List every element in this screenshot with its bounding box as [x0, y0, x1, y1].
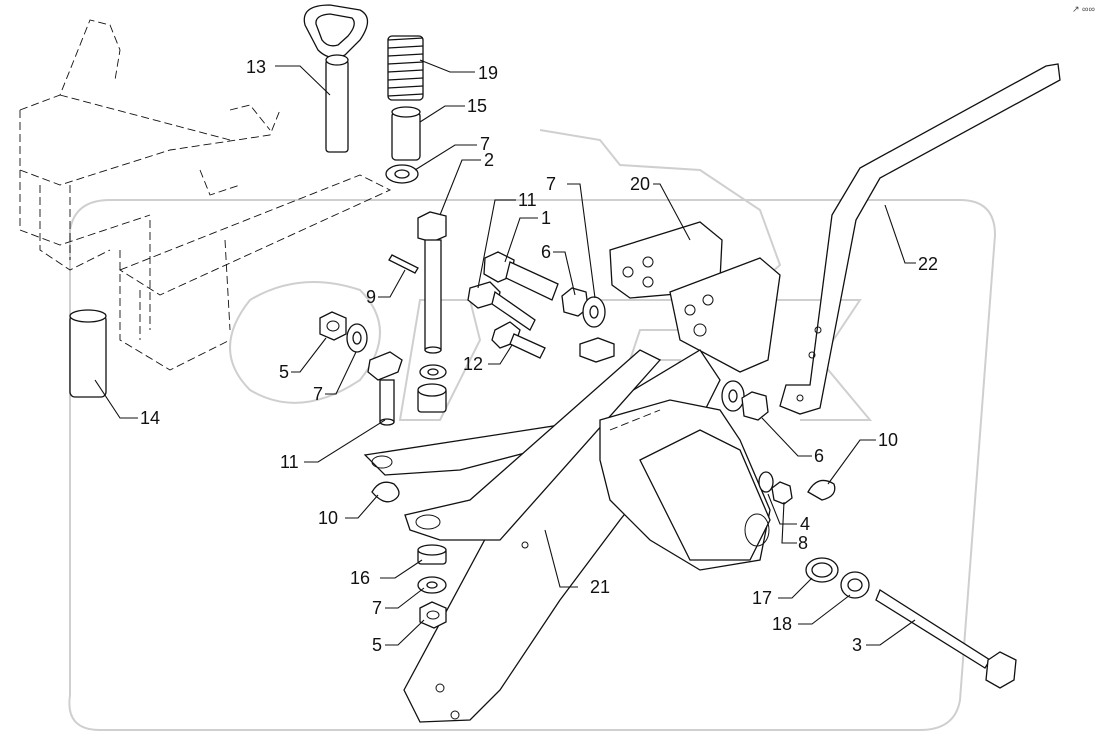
- bushing-bolt2: [417, 383, 447, 413]
- nut-6-right: [741, 391, 769, 421]
- washer-7-top: [385, 164, 419, 184]
- dowel-pin-9: [388, 254, 419, 274]
- callout-22: 22: [918, 254, 938, 274]
- washer-7-bottom: [417, 576, 447, 594]
- callout-1: 1: [541, 208, 551, 228]
- washer-7-left: [346, 323, 368, 353]
- pin-12: [491, 321, 546, 359]
- washer-bolt2: [419, 364, 447, 380]
- long-bolt-2: [417, 211, 447, 354]
- callout-8: 8: [798, 533, 808, 553]
- block-small: [579, 337, 615, 363]
- callout-11-upper: 11: [518, 190, 537, 210]
- sleeve-14: [69, 309, 107, 398]
- callout-9: 9: [366, 287, 376, 307]
- washer-6-right: [721, 380, 745, 412]
- callout-7-left: 7: [313, 384, 323, 404]
- link-arm: [363, 349, 662, 541]
- pin-with-loop-13: [303, 4, 369, 153]
- bolt-3: [875, 589, 1017, 689]
- callout-10-left: 10: [318, 508, 338, 528]
- leader-lines: [94, 59, 916, 646]
- callout-5-bottom: 5: [372, 635, 382, 655]
- callout-14: 14: [140, 408, 160, 428]
- washer-4: [758, 471, 774, 493]
- clip-10-left: [371, 481, 400, 503]
- callout-11-lower: 11: [280, 452, 299, 472]
- callout-2: 2: [484, 150, 494, 170]
- callout-21: 21: [590, 577, 610, 597]
- pin-11-lower: [367, 351, 403, 426]
- bushing-17: [805, 557, 839, 583]
- callout-6-upper: 6: [541, 242, 551, 262]
- callout-7-top: 7: [480, 134, 490, 154]
- mounting-frame: [19, 19, 392, 371]
- main-housing: [599, 399, 771, 571]
- pin-11-upper: [467, 281, 536, 331]
- callout-5-left: 5: [279, 362, 289, 382]
- washer-7-upper: [582, 296, 606, 328]
- callout-7-upper: 7: [546, 174, 556, 194]
- nut-5-bottom: [419, 601, 447, 629]
- corner-mark: ↗ ∞∞: [1072, 4, 1095, 14]
- callout-15: 15: [467, 96, 487, 116]
- callout-19: 19: [478, 63, 498, 83]
- callout-16: 16: [350, 568, 370, 588]
- spring-19: [387, 35, 424, 101]
- callout-17: 17: [752, 588, 772, 608]
- callout-20: 20: [630, 174, 650, 194]
- clip-10-right: [807, 479, 836, 501]
- callout-6-right: 6: [814, 446, 824, 466]
- callout-4: 4: [800, 514, 810, 534]
- callout-18: 18: [772, 614, 792, 634]
- bolt-1: [483, 251, 559, 301]
- callout-12: 12: [463, 354, 483, 374]
- nut-5-left: [319, 311, 347, 341]
- bushing-16: [417, 544, 447, 565]
- callout-labels: 13 19 15 7 2 11 1 7 20 22 6 9 5 7 12 14 …: [140, 57, 938, 655]
- callout-10-right: 10: [878, 430, 898, 450]
- callout-7-bottom: 7: [372, 598, 382, 618]
- nut-8: [771, 481, 793, 505]
- plate-20: [609, 221, 781, 373]
- ring-18: [840, 571, 870, 599]
- bushing-15: [391, 106, 421, 161]
- callout-3: 3: [852, 635, 862, 655]
- rod-22: [779, 63, 1061, 415]
- callout-13: 13: [246, 57, 266, 77]
